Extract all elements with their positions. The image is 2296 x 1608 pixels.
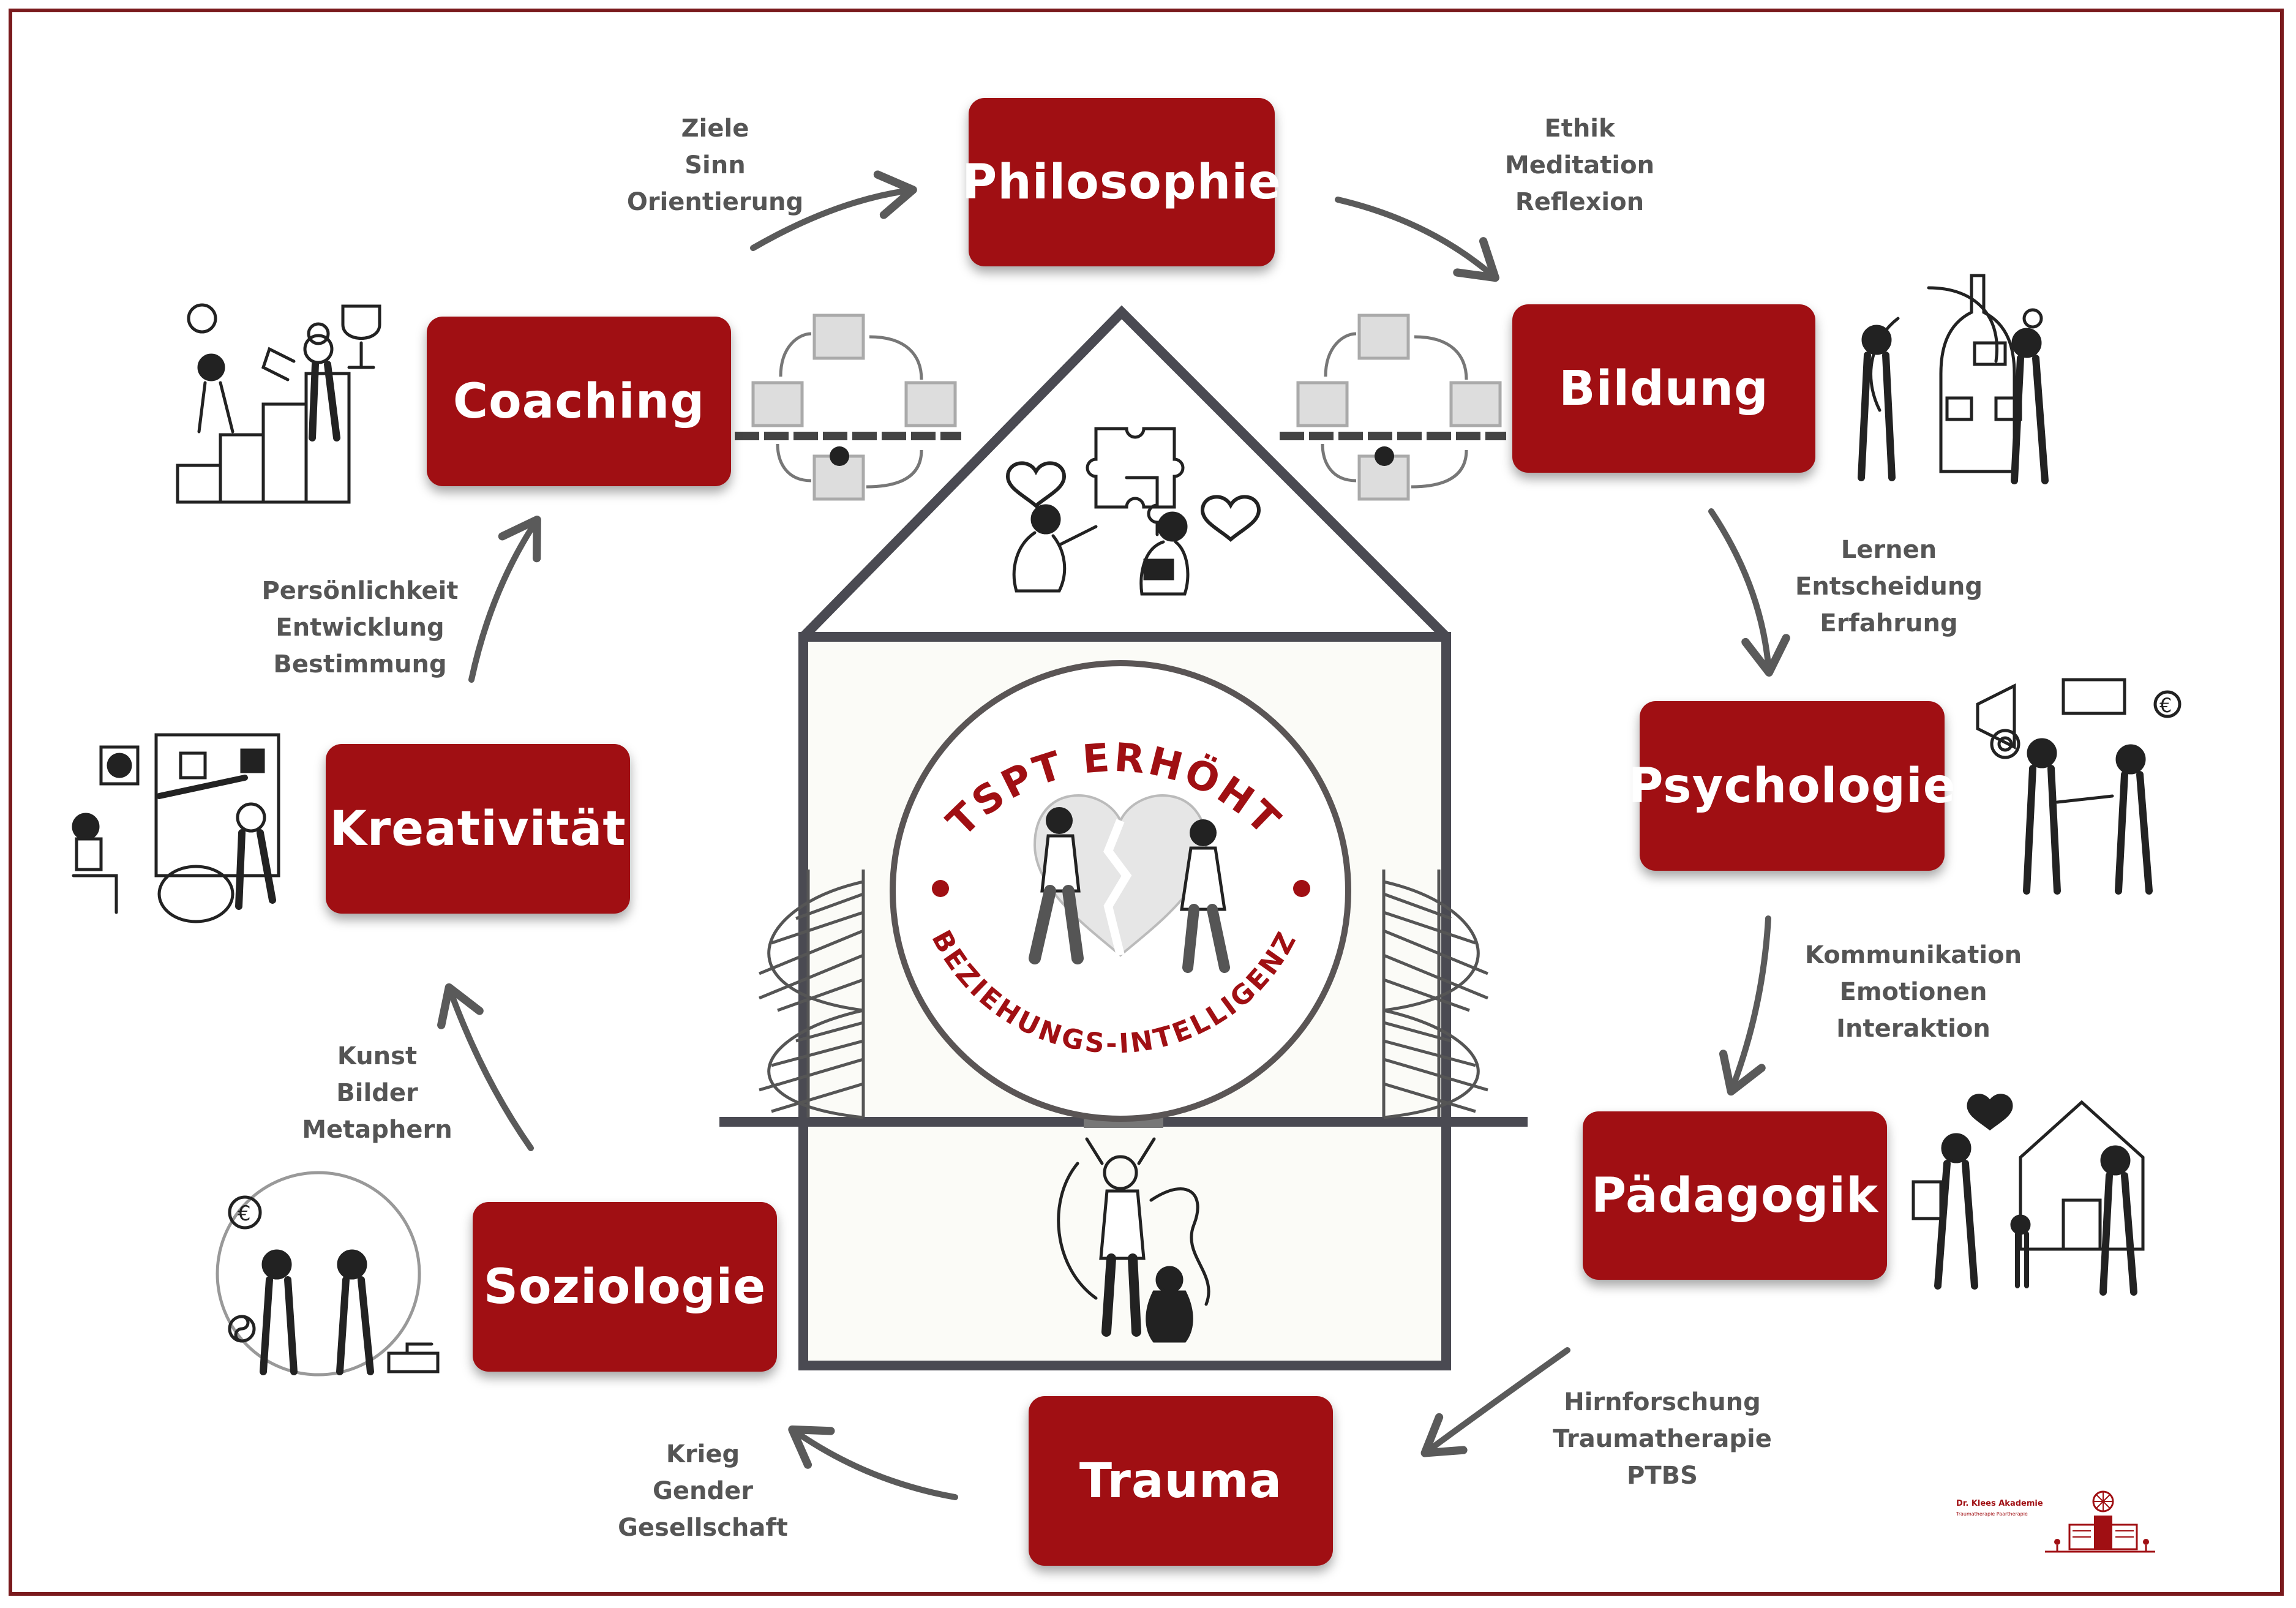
keywords-trauma-soziologie: Krieg Gender Gesellschaft xyxy=(618,1440,788,1542)
logo-name: Dr. Klees Akademie xyxy=(1956,1499,2043,1508)
globe-people-illustration: € xyxy=(216,1171,440,1377)
seal-dot-right xyxy=(1293,880,1310,897)
cycle-diagram-icon xyxy=(735,314,961,501)
family-house-illustration xyxy=(1911,1094,2145,1296)
center-seal: TSPT ERHÖHT BEZIEHUNGS-INTELLIGENZ xyxy=(890,660,1351,1122)
broken-heart-couple-illustration xyxy=(1029,794,1230,973)
arrow-paedagogik-to-trauma xyxy=(1420,1347,1570,1457)
stressed-person-illustration xyxy=(1057,1137,1210,1343)
box-trauma: Trauma xyxy=(1029,1396,1333,1566)
box-paedagogik: Pädagogik xyxy=(1583,1111,1887,1280)
keywords-psychologie-paedagogik: Kommunikation Emotionen Interaktion xyxy=(1804,941,2022,1043)
arrow-trauma-to-soziologie xyxy=(788,1425,958,1500)
box-psychologie: Psychologie xyxy=(1628,701,1956,871)
arrow-psychologie-to-paedagogik xyxy=(1719,915,1771,1096)
trophy-team-illustration xyxy=(176,303,381,504)
arrows xyxy=(437,170,1790,1500)
keywords-paedagogik-trauma: Hirnforschung Traumatherapie PTBS xyxy=(1553,1388,1772,1490)
spiral-staircase-left-icon xyxy=(759,870,865,1119)
box-kreativitaet: Kreativität xyxy=(326,744,630,914)
box-coaching: Coaching xyxy=(427,317,731,486)
keywords-bildung-psychologie: Lernen Entscheidung Erfahrung xyxy=(1795,536,1983,637)
academy-logo-icon xyxy=(2045,1490,2155,1553)
keywords-philosophie-bildung: Ethik Meditation Reflexion xyxy=(1504,115,1655,216)
logo-tagline: Traumatherapie Paartherapie xyxy=(1956,1511,2028,1517)
cycle-diagram-icon-right xyxy=(1280,314,1506,501)
svg-text:€: € xyxy=(238,1201,251,1226)
arrow-coaching-to-philosophie xyxy=(750,170,917,251)
puzzle-hearts-illustration xyxy=(1005,427,1261,596)
art-studio-illustration xyxy=(72,733,280,923)
bottle-tree-illustration xyxy=(1858,274,2049,484)
box-bildung: Bildung xyxy=(1512,304,1815,473)
handshake-illustration: € xyxy=(1976,678,2182,895)
arrow-philosophie-to-bildung xyxy=(1335,197,1499,282)
keywords-coaching-philosophie: Ziele Sinn Orientierung xyxy=(626,115,804,216)
arrow-kreativitaet-to-coaching xyxy=(468,516,541,683)
arrow-soziologie-to-kreativitaet xyxy=(437,983,534,1151)
frame-border xyxy=(9,9,2284,1596)
arrow-bildung-to-psychologie xyxy=(1708,508,1790,677)
keywords-kreativitaet-coaching: Persönlichkeit Entwicklung Bestimmung xyxy=(261,577,459,678)
box-soziologie: Soziologie xyxy=(473,1202,777,1372)
keywords-soziologie-kreativitaet: Kunst Bilder Metaphern xyxy=(302,1042,452,1144)
spiral-staircase-right-icon xyxy=(1382,870,1488,1119)
house-roof xyxy=(800,305,1450,641)
box-philosophie: Philosophie xyxy=(962,98,1281,266)
svg-text:€: € xyxy=(2159,694,2172,717)
seal-dot-left xyxy=(932,880,949,897)
